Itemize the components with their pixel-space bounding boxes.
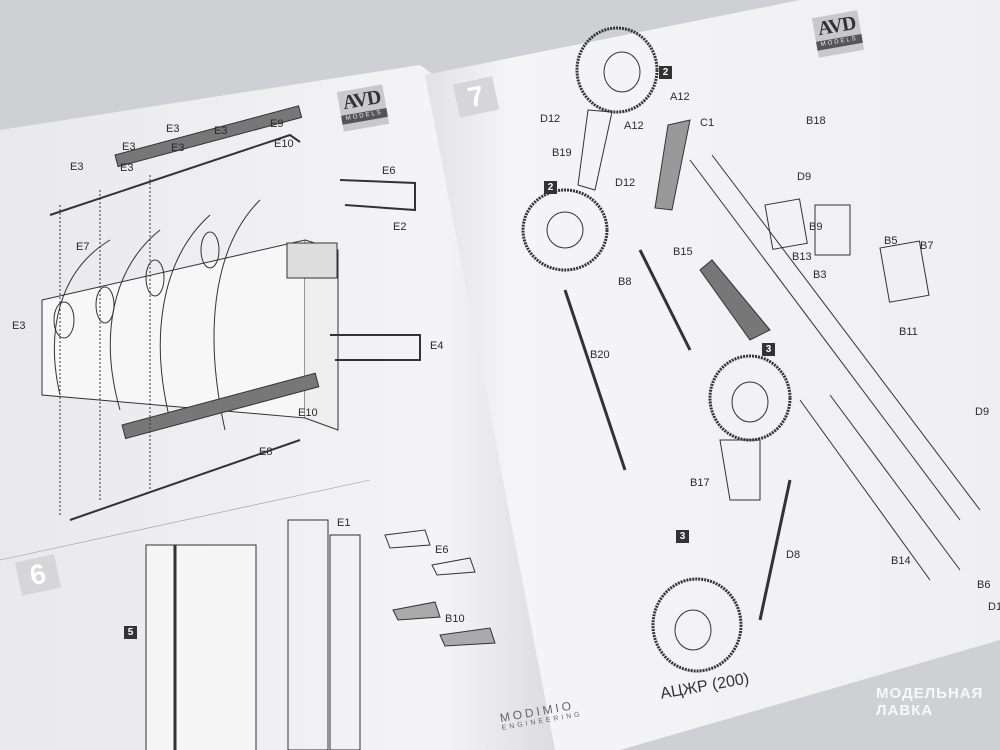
part-label: D9 xyxy=(797,171,812,183)
part-label: E10 xyxy=(274,138,294,150)
part-label: B3 xyxy=(813,269,827,281)
chassis-drawing xyxy=(521,26,981,673)
part-label: E3 xyxy=(166,123,180,135)
part-label: E8 xyxy=(259,446,273,458)
part-label: E3 xyxy=(171,142,185,154)
part-label: B11 xyxy=(899,326,918,338)
part-label: E1 xyxy=(337,517,351,529)
right-page xyxy=(425,0,1000,750)
frame-drawing xyxy=(145,519,496,750)
part-label: B14 xyxy=(891,555,911,567)
part-label: B5 xyxy=(884,235,898,247)
part-label: E3 xyxy=(70,161,84,173)
part-label: D12 xyxy=(540,113,561,125)
part-label: B20 xyxy=(590,349,610,361)
sub-step-badge: 2 xyxy=(659,66,672,79)
part-label: E6 xyxy=(435,544,449,556)
part-label: B8 xyxy=(618,276,632,288)
part-label: A12 xyxy=(670,91,690,103)
part-label: E3 xyxy=(214,125,228,137)
part-label: D1 xyxy=(988,601,1000,613)
part-label: B7 xyxy=(920,240,934,252)
avd-logo-right: AVD MODELS xyxy=(811,10,865,58)
part-label: E6 xyxy=(382,165,396,177)
part-label: B18 xyxy=(806,115,826,127)
tank-drawing xyxy=(41,105,421,521)
part-label: E3 xyxy=(122,141,136,153)
part-label: B6 xyxy=(977,579,991,591)
part-label: D8 xyxy=(786,549,801,561)
part-label: E3 xyxy=(120,162,134,174)
part-label: D12 xyxy=(615,177,636,189)
part-label: D9 xyxy=(975,406,990,418)
part-label: B10 xyxy=(445,613,465,625)
sub-step-badge: 3 xyxy=(762,343,775,356)
part-label: E10 xyxy=(298,407,318,419)
part-label: E2 xyxy=(393,221,407,233)
part-label: C1 xyxy=(700,117,715,129)
sub-step-badge: 2 xyxy=(544,181,557,194)
watermark-line: ЛАВКА xyxy=(876,702,934,719)
avd-logo-left: AVD MODELS xyxy=(336,84,390,132)
part-label: B15 xyxy=(673,246,693,258)
watermark-line: МОДЕЛЬНАЯ xyxy=(876,685,984,702)
part-label: A12 xyxy=(624,120,644,132)
part-label: E3 xyxy=(12,320,26,332)
part-label: E9 xyxy=(270,118,284,130)
part-label: E7 xyxy=(76,241,90,253)
sub-step-5: 5 xyxy=(124,626,137,639)
sub-step-badge: 3 xyxy=(676,530,689,543)
part-label: E4 xyxy=(430,340,444,352)
part-label: B13 xyxy=(792,251,812,263)
shop-watermark: МОДЕЛЬНАЯ ЛАВКА xyxy=(876,685,983,719)
part-label: B9 xyxy=(809,221,823,233)
part-label: B19 xyxy=(552,147,572,159)
part-label: B17 xyxy=(690,477,710,489)
